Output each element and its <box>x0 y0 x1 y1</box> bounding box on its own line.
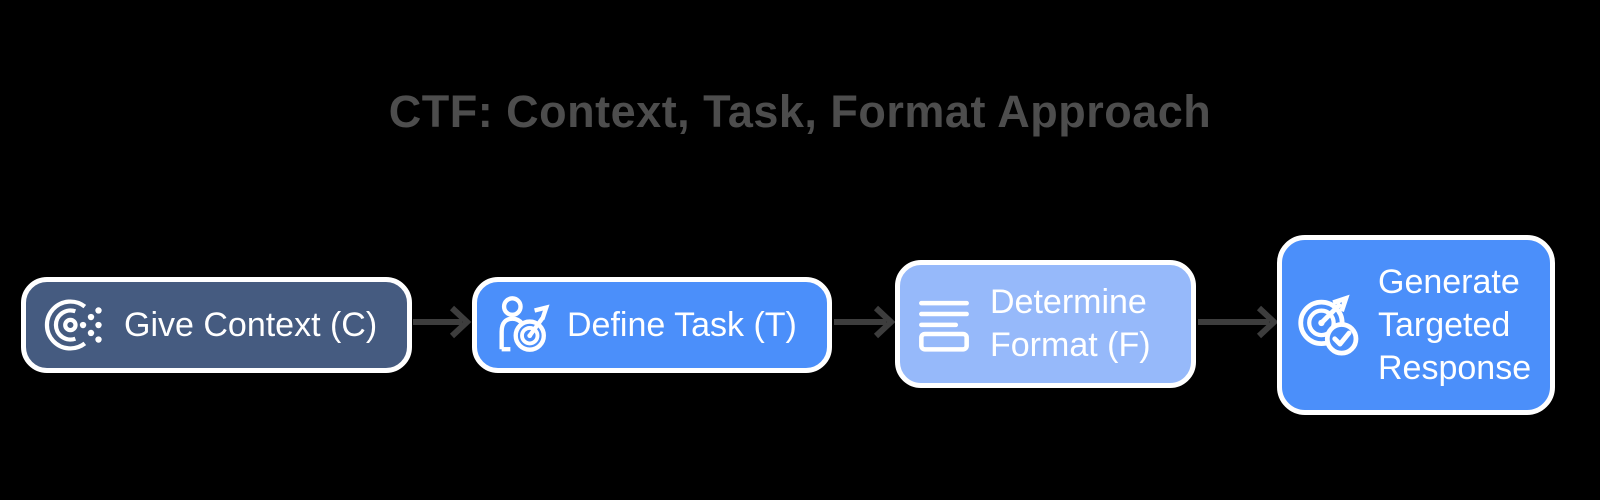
person-target-icon <box>499 296 550 352</box>
step-generate-response: Generate Targeted Response <box>1277 235 1555 415</box>
step-label: Define Task (T) <box>567 305 797 344</box>
step-label: Determine Format (F) <box>990 281 1151 367</box>
step-determine-format: Determine Format (F) <box>895 260 1196 388</box>
step-label-line: Response <box>1378 348 1532 387</box>
target-check-icon <box>1298 294 1359 356</box>
arrow-1-icon <box>413 305 472 339</box>
step-label-line: Determine <box>990 283 1147 321</box>
step-define-task: Define Task (T) <box>472 277 832 373</box>
arrow-3-icon <box>1198 305 1279 339</box>
step-label-line: Targeted <box>1378 305 1511 344</box>
diagram-title: CTF: Context, Task, Format Approach <box>388 86 1212 137</box>
step-label: Give Context (C) <box>124 305 378 344</box>
step-give-context: Give Context (C) <box>21 277 412 373</box>
format-lines-icon <box>919 300 969 352</box>
step-label-line: Format (F) <box>990 326 1151 364</box>
arrow-2-icon <box>834 305 896 339</box>
step-label: Generate Targeted Response <box>1378 261 1531 390</box>
step-label-line: Generate <box>1378 262 1520 301</box>
context-dots-icon <box>44 299 102 351</box>
